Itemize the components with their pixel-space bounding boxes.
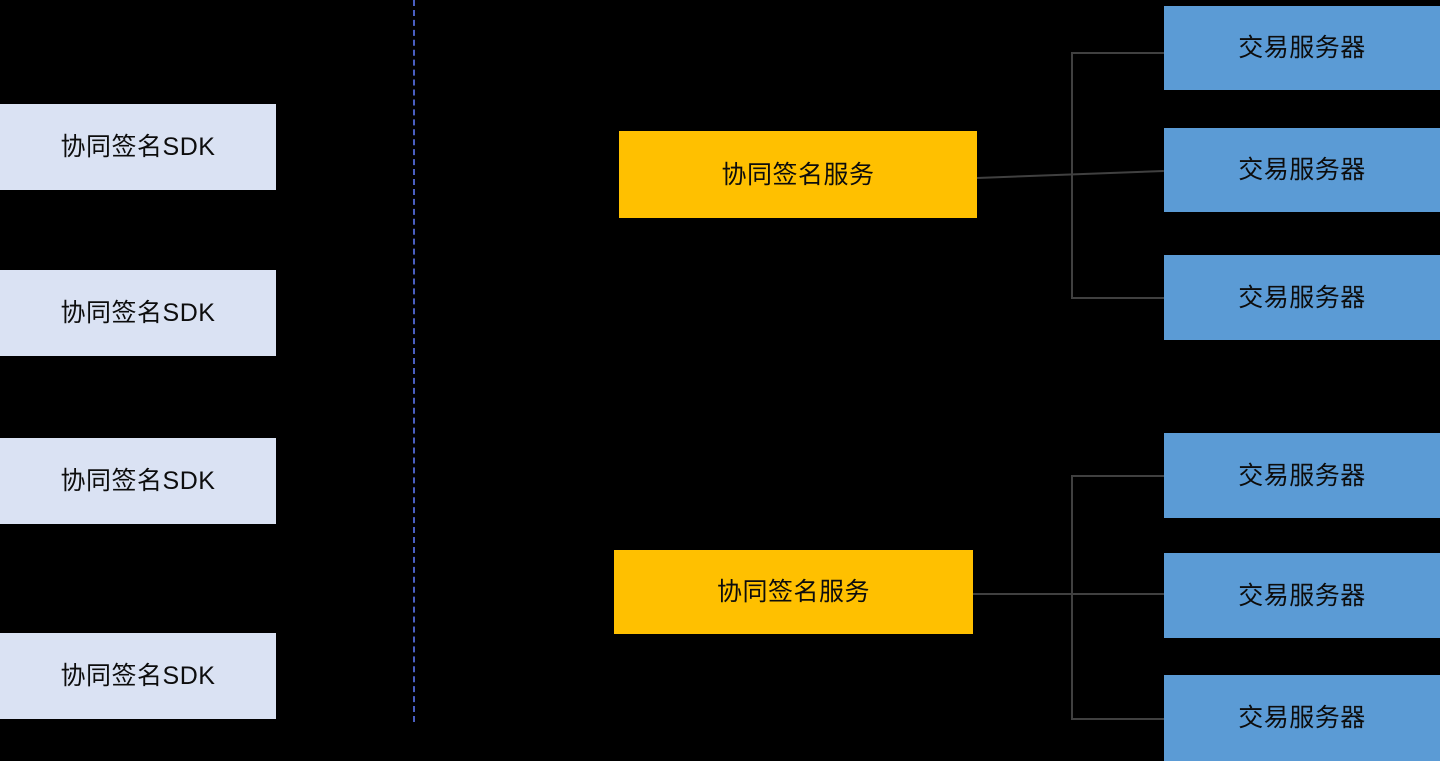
sdk-node-2-label: 协同签名SDK <box>60 299 216 327</box>
connector-branch-server-1 <box>1071 52 1164 54</box>
transaction-server-node-1[interactable]: 交易服务器 <box>1164 6 1440 90</box>
transaction-server-node-5[interactable]: 交易服务器 <box>1164 553 1440 638</box>
transaction-server-node-6-label: 交易服务器 <box>1238 704 1366 732</box>
signing-service-node-1[interactable]: 协同签名服务 <box>619 131 977 218</box>
sdk-node-1[interactable]: 协同签名SDK <box>0 104 276 190</box>
transaction-server-node-4[interactable]: 交易服务器 <box>1164 433 1440 518</box>
transaction-server-node-6[interactable]: 交易服务器 <box>1164 675 1440 761</box>
signing-service-node-2[interactable]: 协同签名服务 <box>614 550 973 634</box>
transaction-server-node-3[interactable]: 交易服务器 <box>1164 255 1440 340</box>
connector-branch-server-4 <box>1071 475 1164 477</box>
sdk-node-3[interactable]: 协同签名SDK <box>0 438 276 524</box>
transaction-server-node-2[interactable]: 交易服务器 <box>1164 128 1440 212</box>
transaction-server-node-3-label: 交易服务器 <box>1238 283 1366 312</box>
connector-trunk-group-2 <box>973 593 1164 595</box>
sdk-node-3-label: 协同签名SDK <box>60 467 216 495</box>
transaction-server-node-2-label: 交易服务器 <box>1238 156 1366 184</box>
transaction-server-node-4-label: 交易服务器 <box>1238 461 1366 490</box>
transaction-server-node-5-label: 交易服务器 <box>1238 581 1366 610</box>
sdk-node-4-label: 协同签名SDK <box>60 662 216 690</box>
connector-bus-group-2 <box>1071 475 1073 718</box>
sdk-node-4[interactable]: 协同签名SDK <box>0 633 276 719</box>
sdk-node-1-label: 协同签名SDK <box>60 133 216 161</box>
signing-service-node-2-label: 协同签名服务 <box>716 578 870 606</box>
connector-branch-server-6 <box>1071 718 1164 720</box>
signing-service-node-1-label: 协同签名服务 <box>721 160 875 189</box>
transaction-server-node-1-label: 交易服务器 <box>1238 34 1366 62</box>
connector-branch-server-3 <box>1071 297 1164 299</box>
client-server-divider <box>413 0 415 722</box>
sdk-node-2[interactable]: 协同签名SDK <box>0 270 276 356</box>
